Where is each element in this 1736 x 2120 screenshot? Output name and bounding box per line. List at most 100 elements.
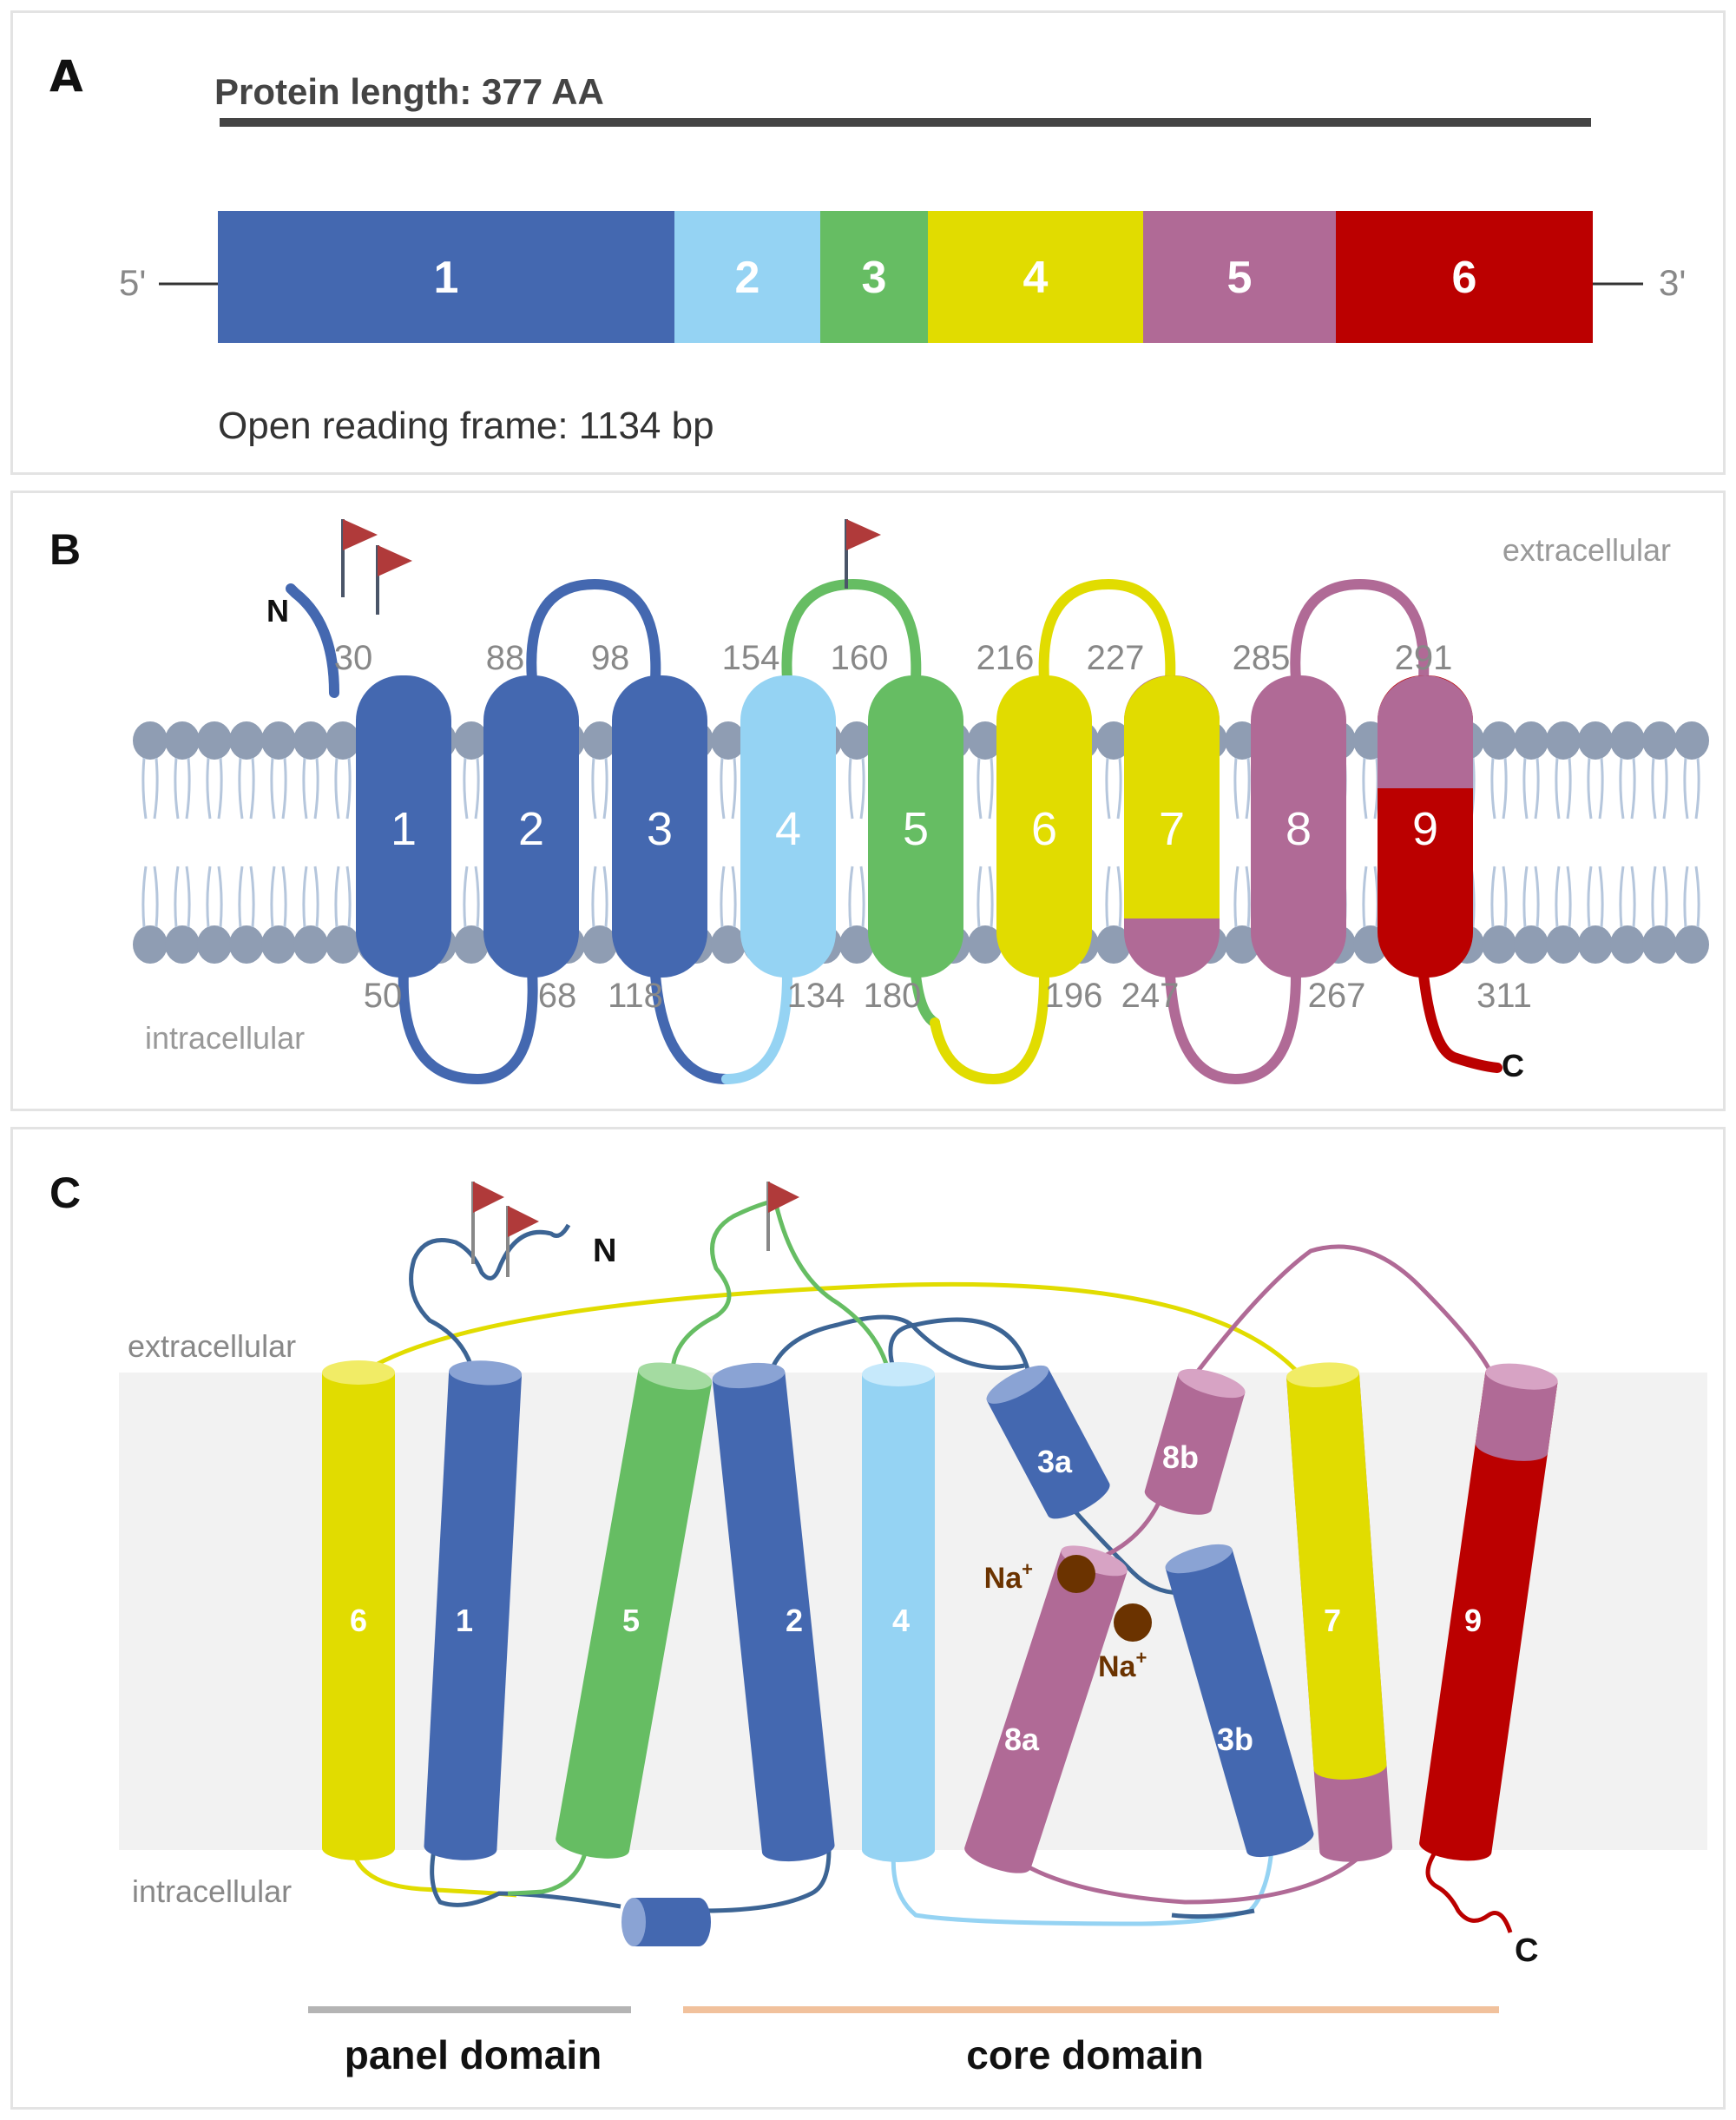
lipid-head-lower: [324, 865, 362, 965]
helix-b-4: [740, 675, 836, 978]
helix-c-label-3b: 3b: [1217, 1722, 1253, 1757]
helix-c-8a: [964, 1545, 1128, 1873]
helix-b-1: [356, 675, 451, 978]
helix-b-label-9: 9: [1412, 803, 1438, 855]
lipid-head-lower: [292, 865, 330, 965]
helix-c-label-7: 7: [1324, 1603, 1341, 1638]
lipid-head-upper: [1673, 720, 1711, 820]
lipid-head-upper: [227, 720, 266, 820]
panel-c-letter: C: [49, 1169, 81, 1217]
flag-icon: [473, 1182, 504, 1213]
exon-4: [928, 211, 1143, 343]
extracellular-label-c: extracellular: [128, 1328, 296, 1364]
lipid-head-upper: [1576, 720, 1614, 820]
lipid-head-lower: [131, 865, 169, 965]
core-domain-label: core domain: [966, 2032, 1204, 2077]
helix-c-label-2: 2: [786, 1603, 803, 1638]
residue-number-bottom: 247: [1121, 977, 1180, 1015]
helix-c-1: [424, 1360, 523, 1860]
residue-number-top: 160: [831, 639, 889, 677]
panel-c-figure: C extracellular intracellular: [49, 1169, 1707, 2077]
lipid-head-lower: [1544, 865, 1582, 965]
residue-number-bottom: 267: [1308, 977, 1366, 1015]
lipid-head-upper: [1480, 720, 1518, 820]
n-terminus-label-c: N: [593, 1233, 616, 1269]
helix-b-2: [483, 675, 579, 978]
exon-1-label: 1: [434, 253, 459, 303]
helix-b-label-2: 2: [518, 803, 544, 855]
loop-4-5: [781, 578, 922, 685]
exon-5-label: 5: [1227, 253, 1253, 303]
lipid-head-lower: [1608, 865, 1647, 965]
flag-icon: [768, 1182, 799, 1213]
panel-a-letter: A: [49, 51, 83, 102]
helix-b-label-8: 8: [1286, 803, 1312, 855]
lipid-head-lower: [1641, 865, 1679, 965]
helix-c-7: [1286, 1362, 1393, 1862]
panel-b-figure: B extracellular intracellular: [49, 519, 1711, 1085]
helix-b-7-upper: [1124, 675, 1220, 918]
helix-c-2: [712, 1362, 835, 1862]
helix-b-3: [612, 675, 707, 978]
loop-6-7: [1038, 578, 1176, 685]
panel-a-figure: A Protein length: 377 AA 5' 3' 1 2 3 4 5…: [49, 51, 1686, 447]
sodium-ion-2: [1114, 1603, 1152, 1642]
loop-1-2: [398, 965, 538, 1085]
lipid-head-lower: [195, 865, 233, 965]
lipid-head-lower: [260, 865, 298, 965]
lipid-head-upper: [131, 720, 169, 820]
helix-c-label-8b: 8b: [1162, 1439, 1199, 1475]
helix-b-label-1: 1: [391, 803, 417, 855]
residue-number-bottom: 196: [1045, 977, 1103, 1015]
loop-2-3: [526, 578, 661, 685]
lipid-head-upper: [260, 720, 298, 820]
five-prime-label: 5': [119, 262, 146, 303]
three-prime-label: 3': [1659, 262, 1686, 303]
sodium-label-2: Na+: [1098, 1647, 1147, 1683]
intracellular-label-b: intracellular: [145, 1020, 305, 1056]
helix-c-9: [1419, 1363, 1558, 1861]
flag-icon: [508, 1206, 539, 1237]
c-terminal-tail: [1418, 970, 1503, 1073]
helix-b-9-upper: [1378, 675, 1473, 788]
exon-4-label: 4: [1023, 253, 1049, 303]
exon-3: [820, 211, 928, 343]
sodium-label-1: Na+: [984, 1558, 1033, 1595]
residue-number-top: 154: [722, 639, 780, 677]
helix-c-3a: [986, 1365, 1110, 1519]
helix-b-label-5: 5: [903, 803, 929, 855]
residue-number-top: 88: [486, 639, 525, 677]
exon-1: [218, 211, 674, 343]
exon-2-label: 2: [735, 253, 760, 303]
helix-c-6: [322, 1360, 395, 1860]
helix-c-label-3a: 3a: [1037, 1444, 1073, 1479]
residue-number-top: 98: [591, 639, 630, 677]
sodium-ions: Na+ Na+: [984, 1555, 1152, 1683]
lipid-head-lower: [1576, 865, 1614, 965]
residue-number-bottom: 180: [864, 977, 922, 1015]
panel-c: C extracellular intracellular: [10, 1127, 1726, 2110]
lipid-head-lower: [1512, 865, 1550, 965]
exon-5: [1143, 211, 1336, 343]
orf-label: Open reading frame: 1134 bp: [218, 405, 714, 447]
lipid-head-upper: [324, 720, 362, 820]
lipid-head-upper: [1512, 720, 1550, 820]
residue-number-bottom: 118: [608, 977, 663, 1015]
loop-3-4-a: [650, 970, 732, 1084]
sodium-ion-1: [1057, 1555, 1095, 1593]
flag-icon: [378, 545, 412, 576]
helix-b-5: [868, 675, 963, 978]
lipid-head-lower: [1480, 865, 1518, 965]
cytoplasmic-helix: [621, 1898, 711, 1946]
panel-b-letter: B: [49, 525, 81, 574]
loop-8-9: [1290, 578, 1430, 685]
loops-c: [351, 1200, 1513, 1933]
lipid-head-upper: [1608, 720, 1647, 820]
helix-c-4: [862, 1362, 935, 1862]
residue-number-top: 285: [1233, 639, 1291, 677]
helix-c-label-1: 1: [456, 1603, 473, 1638]
residue-number-top: 216: [976, 639, 1035, 677]
n-terminus-label-b: N: [266, 593, 289, 629]
residue-number-bottom: 311: [1476, 977, 1532, 1015]
protein-length-label: Protein length: 377 AA: [214, 71, 604, 112]
